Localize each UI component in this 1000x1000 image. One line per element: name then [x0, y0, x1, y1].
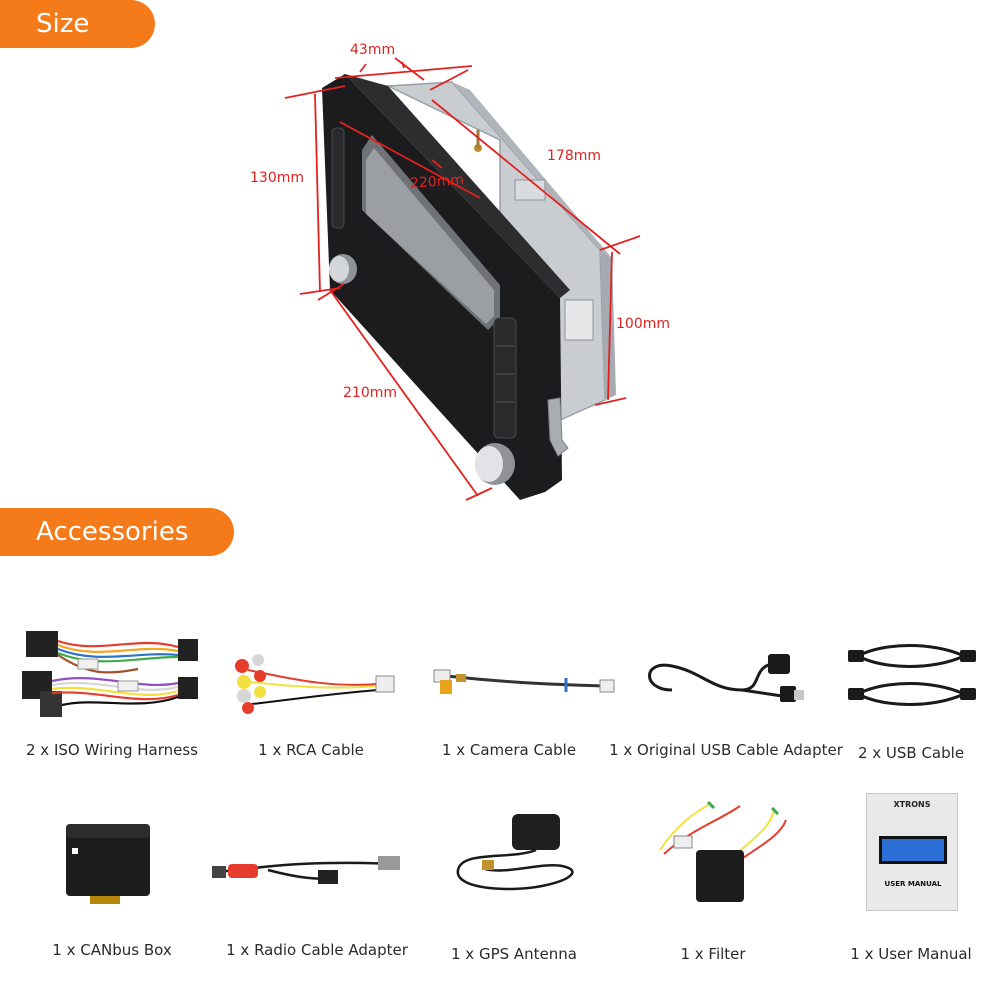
- manual-screen: [879, 836, 947, 864]
- manual-brand: XTRONS: [893, 800, 931, 809]
- accessory-label: 2 x ISO Wiring Harness: [25, 741, 199, 759]
- dimension-lines: [284, 57, 641, 501]
- radio-cable-adapter-image: [212, 856, 400, 884]
- front-bezel: [322, 74, 570, 500]
- section-tab-size: Size: [0, 0, 155, 48]
- usb-cables-image: [848, 644, 976, 706]
- tune-knob: [475, 443, 515, 485]
- accessory-label: 1 x Camera Cable: [441, 741, 577, 759]
- filter-image: [659, 800, 787, 902]
- manual-title: USER MANUAL: [884, 880, 942, 888]
- volume-knob: [329, 254, 357, 284]
- camera-cable-image: [433, 669, 615, 694]
- gps-antenna-image: [456, 814, 574, 891]
- accessory-label: 1 x User Manual: [850, 945, 972, 963]
- user-manual-image: XTRONS USER MANUAL: [866, 793, 958, 911]
- accessory-label: 1 x CANbus Box: [52, 941, 172, 959]
- canbus-box-image: [66, 824, 150, 904]
- usb-cable-adapter-image: [648, 654, 804, 702]
- head-unit-diagram: [284, 57, 641, 501]
- rca-cable-image: [235, 654, 395, 714]
- accessory-label: 1 x Radio Cable Adapter: [226, 941, 408, 959]
- dim-height-right-label: 100mm: [616, 316, 670, 332]
- accessory-label: 1 x GPS Antenna: [451, 945, 577, 963]
- iso-wiring-harness-image: [22, 631, 198, 717]
- dim-top-width-label: 178mm: [547, 148, 601, 164]
- accessory-label: 2 x USB Cable: [857, 744, 965, 762]
- accessory-label: 1 x Filter: [680, 945, 746, 963]
- accessory-label: 1 x RCA Cable: [258, 741, 364, 759]
- accessory-label: 1 x Original USB Cable Adapter: [609, 741, 843, 759]
- dim-depth-label: 43mm: [350, 42, 396, 58]
- dim-bottom-width-label: 210mm: [343, 385, 397, 401]
- dim-height-left-label: 130mm: [250, 170, 304, 186]
- section-tab-accessories: Accessories: [0, 508, 234, 556]
